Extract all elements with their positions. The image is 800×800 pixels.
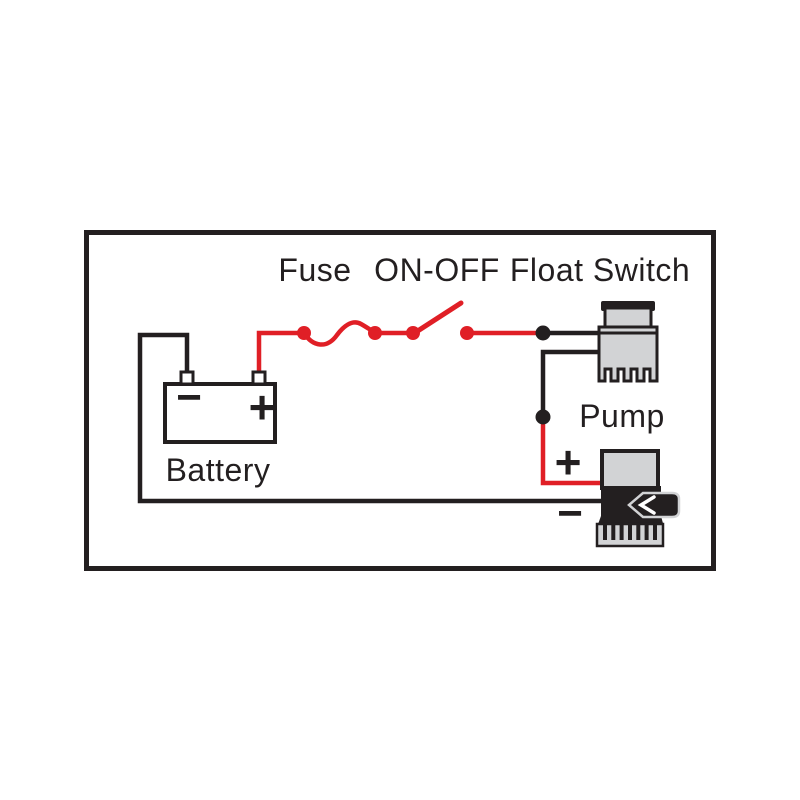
switch-pivot-dot [406, 326, 420, 340]
junction-dots [535, 325, 551, 425]
label-pump: Pump [579, 398, 665, 434]
pump-negative-sign: − [557, 489, 583, 539]
pump-outlet-nozzle [627, 491, 681, 519]
positive-wire-battery-to-fuse [256, 330, 305, 374]
pump-motor-housing [600, 449, 660, 490]
battery-negative-sign: − [176, 373, 202, 423]
battery-positive-sign: + [248, 381, 276, 434]
pump-symbol [595, 449, 681, 548]
battery-negative-terminal [179, 370, 195, 386]
switch-blade [410, 300, 464, 337]
fuse-symbol [297, 320, 382, 347]
label-battery: Battery [165, 452, 271, 488]
label-on-off: ON-OFF [374, 252, 500, 288]
fuse-terminal-dot-left [297, 326, 311, 340]
float-switch-symbol [597, 301, 659, 383]
pump-positive-sign: + [554, 436, 582, 489]
pump-nozzle-notch [637, 495, 656, 515]
float-switch-neck [603, 306, 653, 330]
float-switch-body [597, 325, 659, 383]
label-float-switch: Float Switch [509, 252, 691, 288]
float-switch-wires [540, 330, 603, 418]
float-switch-connection-dot [535, 325, 551, 341]
battery-body [163, 382, 277, 444]
diagram-frame-border [84, 230, 716, 571]
positive-wire-junction-to-pump [540, 416, 604, 486]
battery-symbol [163, 370, 277, 444]
pump-strainer-teeth [603, 524, 657, 540]
onoff-switch-symbol [406, 300, 474, 340]
negative-wire [137, 332, 602, 504]
pump-wire-junction-dot [535, 409, 551, 425]
battery-positive-terminal [251, 370, 267, 386]
label-fuse: Fuse [278, 252, 352, 288]
